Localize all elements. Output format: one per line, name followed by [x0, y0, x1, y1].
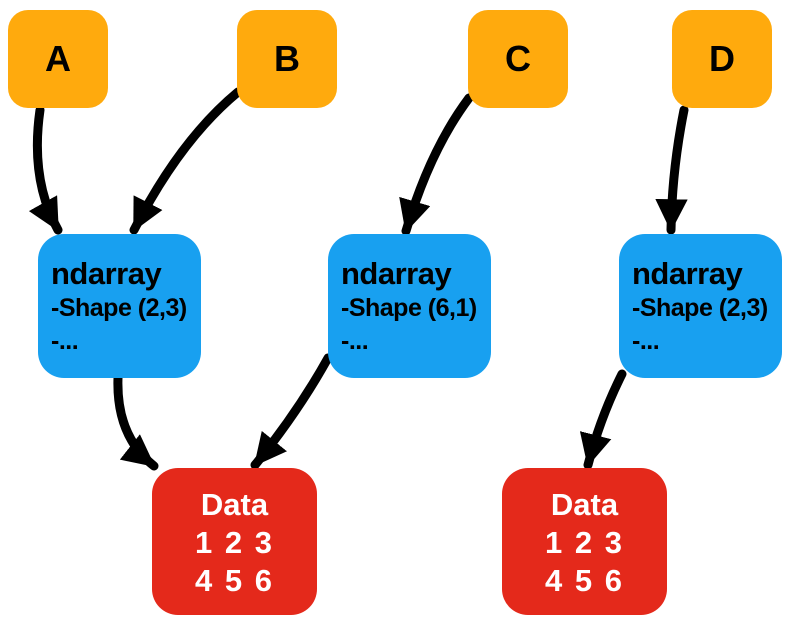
ndarray-ellipsis-line: -...	[632, 327, 660, 355]
source-label: A	[45, 38, 71, 79]
source-label: B	[274, 38, 300, 79]
ndarray-shape-line: -Shape (2,3)	[51, 294, 187, 322]
ndarray-node-3: ndarray -Shape (2,3) -...	[619, 234, 782, 378]
arrow-b-to-ndarray1	[129, 87, 243, 235]
ndarray-node-2: ndarray -Shape (6,1) -...	[328, 234, 491, 378]
ndarray-ellipsis-line: -...	[51, 327, 79, 355]
data-row-2: 4 5 6	[195, 563, 274, 598]
ndarray-shape-line: -Shape (2,3)	[632, 294, 768, 322]
ndarray-shape-line: -Shape (6,1)	[341, 294, 477, 322]
data-title: Data	[550, 487, 619, 522]
data-row-1: 1 2 3	[195, 525, 274, 560]
arrow-c-to-ndarray2	[399, 93, 474, 236]
ndarray-title: ndarray	[51, 256, 162, 291]
arrow-d-to-ndarray3	[655, 105, 689, 235]
source-node-a: A	[8, 10, 108, 108]
data-title: Data	[200, 487, 269, 522]
ndarray-node-1: ndarray -Shape (2,3) -...	[38, 234, 201, 378]
arrow-ndarray3-to-data2	[579, 369, 627, 470]
data-row-2: 4 5 6	[545, 563, 624, 598]
arrow-a-to-ndarray1	[28, 105, 63, 235]
source-node-d: D	[672, 10, 772, 108]
data-node-1: Data 1 2 3 4 5 6	[152, 468, 317, 615]
arrow-ndarray2-to-data1	[250, 353, 333, 470]
ndarray-title: ndarray	[341, 256, 452, 291]
ndarray-ellipsis-line: -...	[341, 327, 369, 355]
source-label: C	[505, 38, 531, 79]
data-node-2: Data 1 2 3 4 5 6	[502, 468, 667, 615]
source-node-c: C	[468, 10, 568, 108]
source-label: D	[709, 38, 735, 79]
arrow-ndarray1-to-data1	[113, 373, 159, 471]
data-row-1: 1 2 3	[545, 525, 624, 560]
source-node-b: B	[237, 10, 337, 108]
ndarray-title: ndarray	[632, 256, 743, 291]
